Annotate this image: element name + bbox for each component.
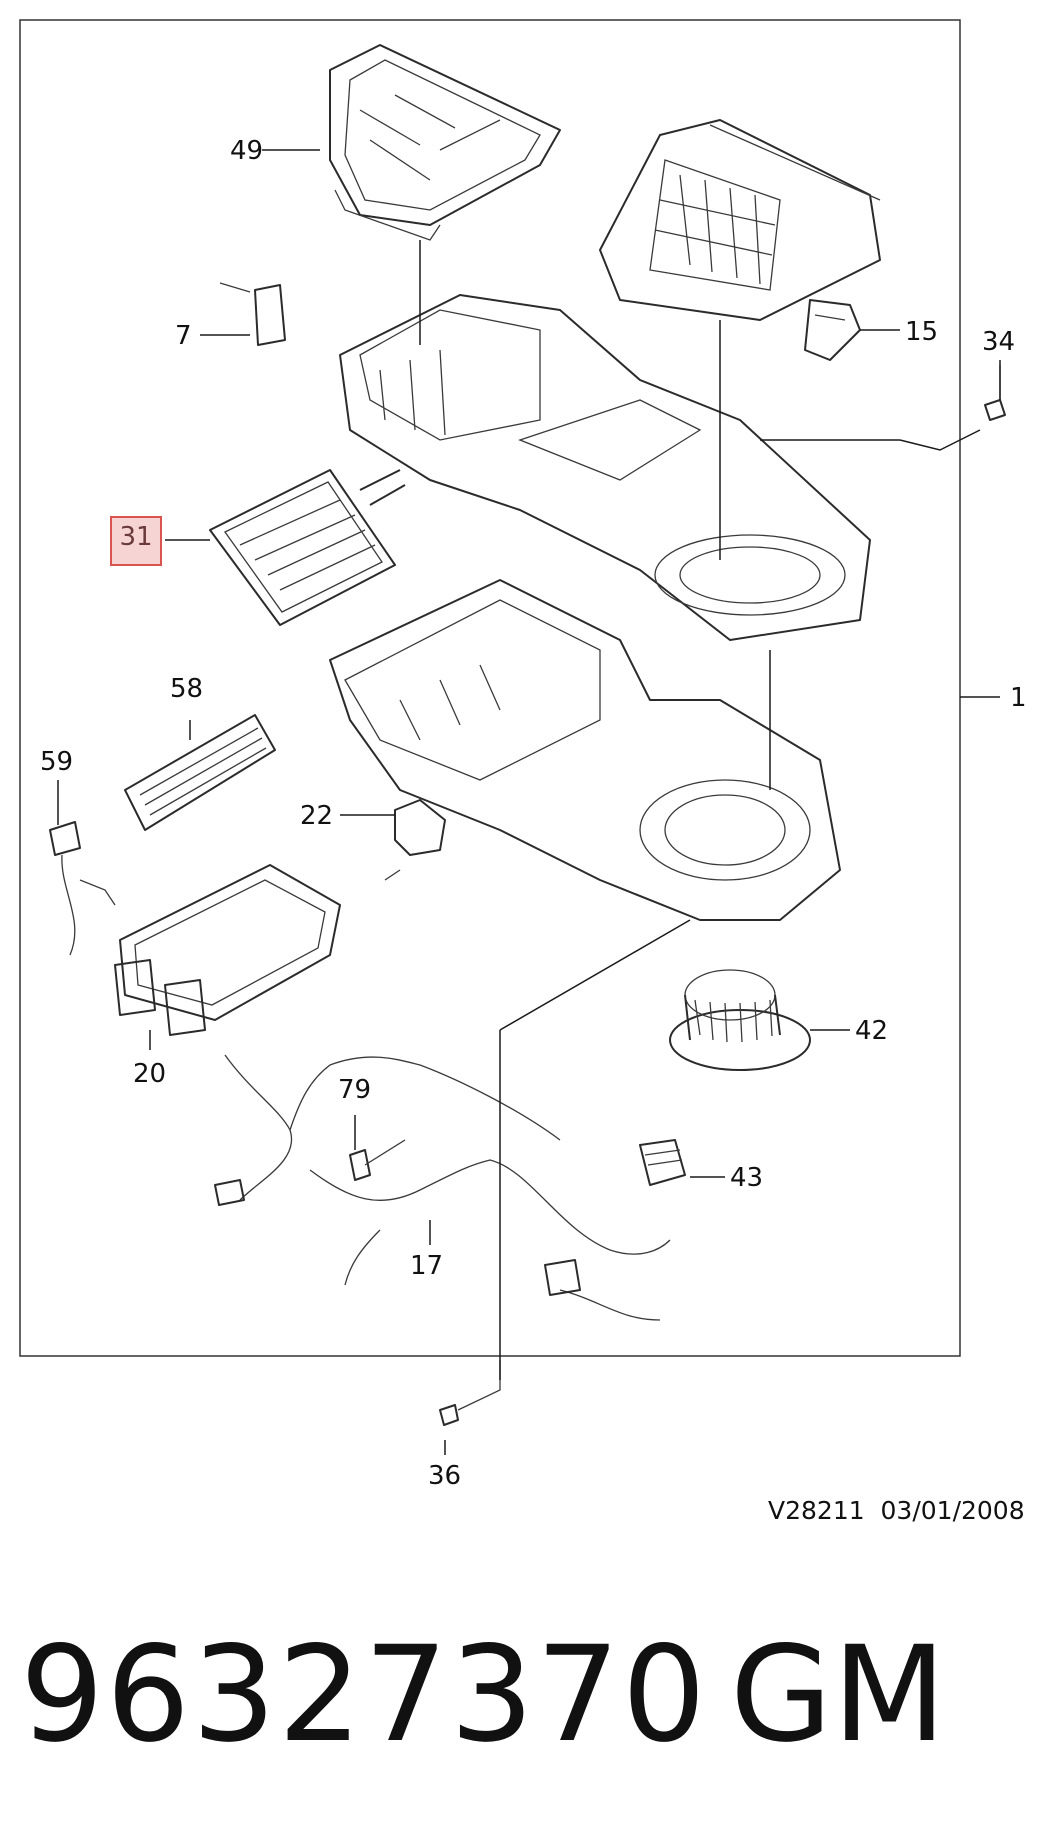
part-58-evaporator — [124, 714, 276, 831]
part-42-blower-motor — [669, 969, 811, 1071]
callout-58: 58 — [170, 674, 203, 704]
part-15-filter-housing — [599, 119, 881, 321]
callout-42: 42 — [855, 1016, 888, 1046]
part-59-sensor — [49, 821, 116, 956]
part-20-lower-duct — [114, 864, 341, 1036]
part-31-heater-core — [209, 469, 406, 626]
part-7-bracket — [219, 282, 286, 346]
callout-59: 59 — [40, 747, 73, 777]
callout-34: 34 — [982, 327, 1015, 357]
leader-lines — [57, 149, 1001, 1455]
callout-15: 15 — [905, 317, 938, 347]
part-1-lower-case — [329, 579, 841, 921]
callout-7: 7 — [175, 321, 192, 351]
diagram-reference-stamp: V28211 03/01/2008 — [768, 1496, 1025, 1525]
part-number: 96327370 — [20, 1618, 708, 1772]
callout-1: 1 — [1010, 683, 1027, 713]
part-49-inlet-frame — [329, 44, 561, 241]
part-36-screw — [439, 1360, 501, 1426]
callout-20: 20 — [133, 1059, 166, 1089]
part-43-resistor — [639, 1139, 686, 1186]
callout-79: 79 — [338, 1075, 371, 1105]
callout-22: 22 — [300, 801, 333, 831]
diagram-frame — [19, 19, 961, 1357]
part-1-upper-case — [339, 294, 871, 641]
callout-49: 49 — [230, 136, 263, 166]
part-15-resistor — [804, 299, 861, 361]
part-22-actuator — [384, 799, 446, 881]
callout-17: 17 — [410, 1251, 443, 1281]
callout-36: 36 — [428, 1461, 461, 1491]
callout-31-highlighted: 31 — [119, 522, 153, 552]
brand-name: GM — [730, 1618, 947, 1772]
part-34-screw — [984, 365, 1006, 421]
callout-43: 43 — [730, 1163, 763, 1193]
part-79-clip — [349, 1139, 406, 1181]
highlighted-callout-box[interactable] — [110, 516, 162, 566]
part-17-wiring-harness — [214, 1054, 671, 1321]
